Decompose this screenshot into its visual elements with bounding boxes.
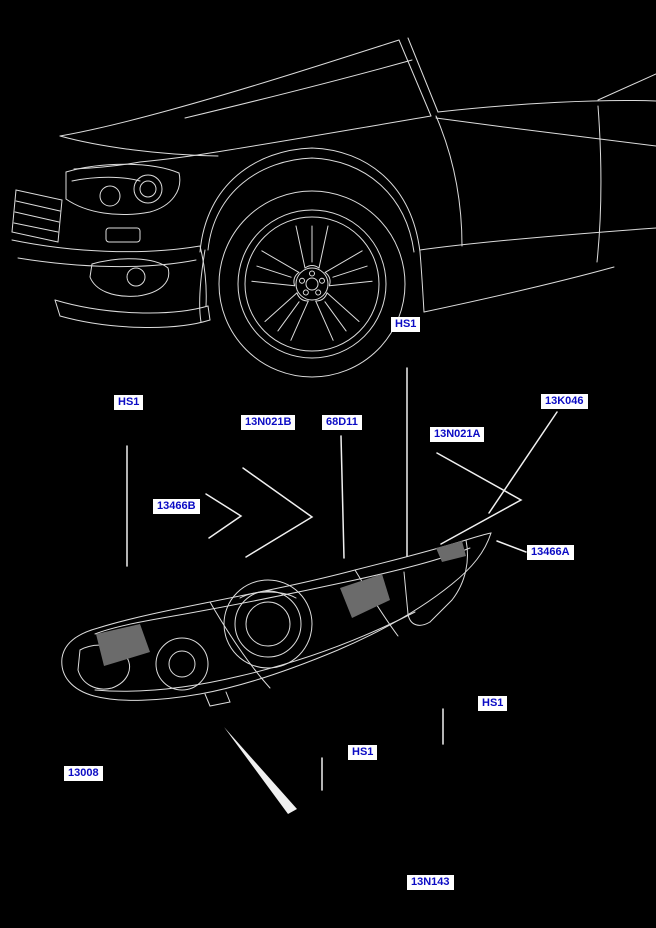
secondary-lamp-outer xyxy=(155,637,209,691)
grille-slat xyxy=(13,222,59,233)
projector-ring-outer xyxy=(223,579,313,669)
a-pillar-line xyxy=(398,39,432,117)
mount-tab xyxy=(204,691,231,707)
housing-contour xyxy=(209,601,271,689)
part-label-13n143[interactable]: 13N143 xyxy=(407,875,454,890)
door-leading-edge xyxy=(435,115,463,247)
door-seam xyxy=(596,105,602,263)
lower-intake-line xyxy=(54,299,209,314)
fender-crease-line xyxy=(139,115,432,163)
part-label-13466a[interactable]: 13466A xyxy=(527,545,574,560)
right-bracket-line xyxy=(429,539,468,623)
leader-13n021a-chevron xyxy=(436,452,523,545)
grille-outline xyxy=(11,189,63,243)
housing-contour-2 xyxy=(354,569,399,637)
bumper-side-contour xyxy=(199,245,207,307)
part-label-13k046[interactable]: 13K046 xyxy=(541,394,588,409)
wheel-spoke xyxy=(295,225,329,277)
secondary-lamp-inner xyxy=(168,650,196,678)
leader-68d11 xyxy=(340,435,345,559)
projector-ring-mid xyxy=(234,590,302,658)
hood-crease-line xyxy=(184,59,413,119)
wheel-arch-inner xyxy=(207,157,415,253)
wheel-arch-outer xyxy=(199,147,421,253)
rim-outer xyxy=(244,216,380,352)
part-label-68d11[interactable]: 68D11 xyxy=(322,415,362,430)
part-label-13008[interactable]: 13008 xyxy=(64,766,103,781)
roof-corner-line xyxy=(597,73,656,101)
roof-line xyxy=(437,100,656,113)
fog-lamp xyxy=(126,267,146,287)
grille-slat xyxy=(15,200,61,212)
front-badge xyxy=(105,227,141,243)
skid-plate-edge-right xyxy=(207,305,211,321)
wheel-spoke xyxy=(264,289,309,341)
sill-line xyxy=(423,266,615,313)
part-label-13n021a[interactable]: 13N021A xyxy=(430,427,485,442)
headlamp-assembly-illustration xyxy=(61,532,492,707)
skid-plate-edge-left xyxy=(54,299,61,317)
part-label-13n021b[interactable]: 13N021B xyxy=(241,415,296,430)
vehicle-illustration xyxy=(11,37,656,378)
arch-to-bumper-line xyxy=(199,249,206,323)
projector-lens xyxy=(245,601,291,647)
shaded-areas xyxy=(96,541,466,666)
bumper-line-upper xyxy=(11,239,201,253)
arch-to-sill-line xyxy=(419,251,425,313)
wheel-spoke xyxy=(251,250,306,287)
part-label-hs1-right[interactable]: HS1 xyxy=(478,696,508,711)
lens-bottom-edge xyxy=(94,611,416,692)
wheel-spoke xyxy=(315,289,360,341)
vehicle-headlamp-lamp2 xyxy=(99,185,121,207)
center-cap xyxy=(305,277,319,291)
lower-body-crease xyxy=(419,227,656,251)
skid-plate-line xyxy=(59,315,211,328)
lens-top-edge xyxy=(94,547,471,635)
hood-front-line xyxy=(59,135,219,157)
vehicle-headlamp-outline xyxy=(65,163,181,215)
projector-bezel-arc xyxy=(239,591,297,599)
leader-13466a xyxy=(496,540,527,553)
part-label-hs1-top[interactable]: HS1 xyxy=(391,317,421,332)
part-label-13466b[interactable]: 13466B xyxy=(153,499,200,514)
hood-edge-line xyxy=(59,39,400,137)
leader-13008-pointer xyxy=(224,727,297,814)
leader-13n021b-chevron xyxy=(242,467,314,558)
leader-13k046 xyxy=(488,411,558,514)
tire-inner xyxy=(237,209,387,359)
grille-slat xyxy=(14,211,60,223)
hub-ring xyxy=(295,267,329,301)
wheel xyxy=(218,190,406,378)
part-label-hs1-left[interactable]: HS1 xyxy=(114,395,144,410)
tire-outer xyxy=(218,190,406,378)
a-pillar-line-2 xyxy=(407,37,439,113)
vehicle-headlamp-detail xyxy=(71,176,141,182)
wheel-spoke xyxy=(318,250,373,287)
leader-13466b-chevron xyxy=(205,493,243,539)
vehicle-headlamp-ring-inner xyxy=(139,180,157,198)
part-label-hs1-bottom[interactable]: HS1 xyxy=(348,745,378,760)
bumper-line-lower xyxy=(17,257,197,268)
vehicle-headlamp-ring-outer xyxy=(133,174,163,204)
right-bracket-line-2 xyxy=(403,571,431,626)
fog-lamp-recess xyxy=(89,258,170,297)
belt-line xyxy=(435,117,656,147)
leader-lines xyxy=(126,367,558,814)
headlamp-outline xyxy=(61,532,492,701)
